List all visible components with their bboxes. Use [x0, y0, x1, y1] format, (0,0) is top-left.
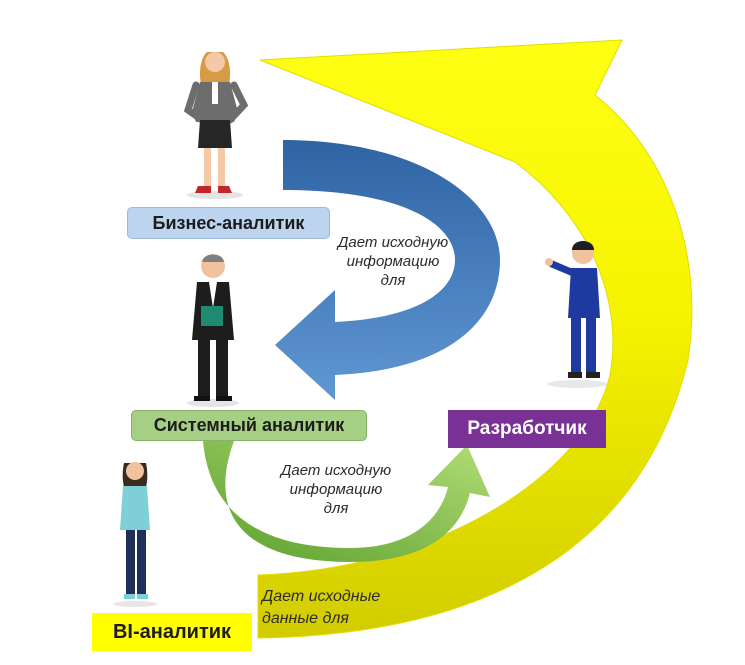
caption-line: Дает исходную	[280, 462, 392, 479]
blue-arrow	[275, 140, 500, 400]
developer-label: Разработчик	[448, 410, 606, 448]
system-analyst-label: Системный аналитик	[131, 410, 367, 441]
caption-line: Дает исходные	[262, 588, 381, 605]
caption-line: для	[323, 500, 349, 517]
caption-line: Дает исходную	[337, 234, 449, 251]
bi-analyst-figure-icon	[113, 462, 157, 607]
green-arrow	[203, 441, 490, 562]
caption-line: информацию	[289, 481, 383, 498]
bi-to-business-caption: Дает исходные данные для	[262, 586, 412, 630]
system-analyst-figure-icon	[187, 254, 239, 407]
business-analyst-label: Бизнес-аналитик	[127, 207, 330, 239]
business-to-system-caption: Дает исходную информацию для	[323, 233, 463, 290]
yellow-feedback-arrow	[257, 39, 693, 639]
caption-line: данные для	[262, 610, 349, 627]
developer-figure-icon	[545, 241, 607, 388]
caption-line: для	[380, 272, 406, 289]
bi-analyst-label: BI-аналитик	[92, 613, 252, 651]
system-to-developer-caption: Дает исходную информацию для	[268, 461, 404, 518]
caption-line: информацию	[346, 253, 440, 270]
business-analyst-figure-icon	[183, 52, 249, 199]
